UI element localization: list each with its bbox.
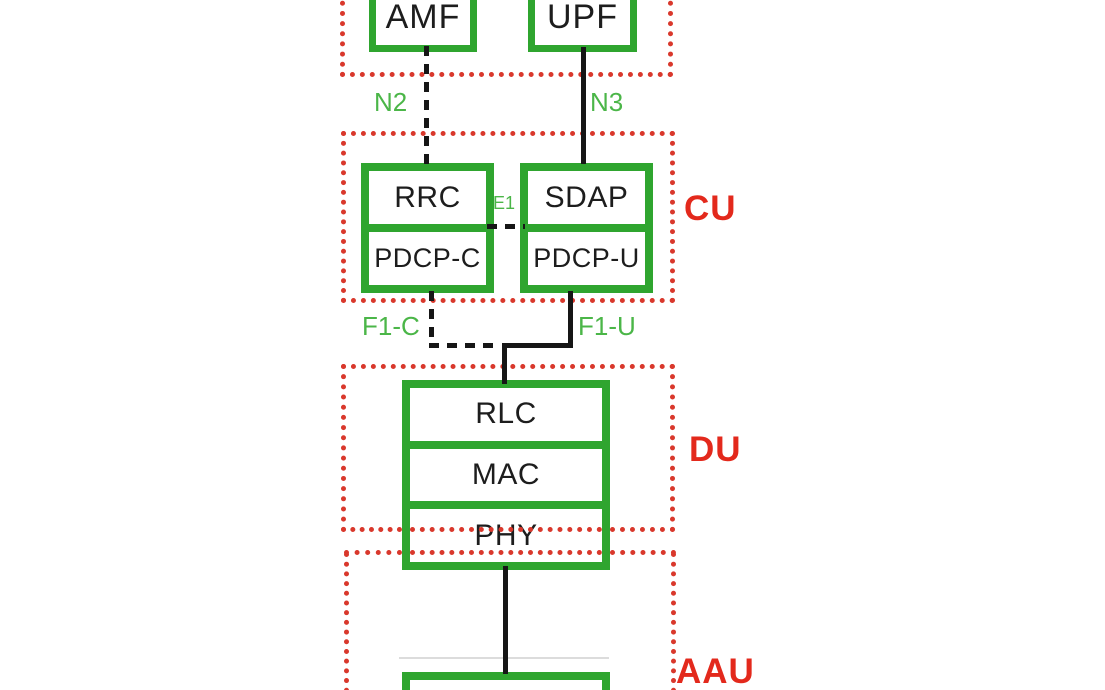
du-bottom-border-right-segment (610, 527, 675, 532)
core-group-box (340, 0, 673, 77)
label-f1u: F1-U (578, 311, 636, 341)
aau-group-box (344, 552, 676, 690)
cu-cell-pdcp-c-label: PDCP-C (374, 243, 481, 273)
du-cell-rlc: RLC (410, 388, 602, 441)
aau-top-border-left-segment (344, 550, 402, 555)
du-cell-mac: MAC (410, 448, 602, 502)
link-f1u-vertical (568, 291, 573, 348)
du-group-box (341, 364, 675, 532)
label-e1: E1 (493, 193, 516, 213)
link-f1c-horizontal (429, 343, 499, 348)
node-upf-label: UPF (547, 0, 618, 36)
cu-cell-pdcp-u: PDCP-U (528, 232, 645, 285)
node-amf: AMF (369, 0, 477, 52)
du-bottom-border-left-segment (341, 527, 402, 532)
du-stack: RLC MAC PHY (402, 380, 610, 570)
label-n3: N3 (590, 87, 624, 117)
aau-radio-box (402, 672, 610, 690)
du-bottom-border-mid-segment (410, 527, 602, 532)
link-fronthaul (503, 566, 508, 674)
cu-left-stack: RRC PDCP-C (361, 163, 494, 293)
link-n3 (581, 47, 586, 164)
cu-group-box (341, 131, 675, 303)
node-amf-label: AMF (385, 0, 461, 36)
link-f1c-vertical (429, 291, 434, 345)
cu-cell-pdcp-u-label: PDCP-U (533, 243, 640, 273)
link-e1 (487, 224, 525, 229)
link-f1u-horizontal (502, 343, 573, 348)
cu-cell-pdcp-c: PDCP-C (369, 232, 486, 285)
node-upf: UPF (528, 0, 637, 52)
du-cell-mac-label: MAC (471, 458, 541, 491)
label-n2: N2 (374, 87, 408, 117)
cu-cell-sdap-label: SDAP (544, 180, 629, 214)
cu-group-label: CU (684, 189, 737, 228)
du-group-label: DU (689, 430, 742, 469)
aau-radio-box-inner (410, 680, 602, 690)
du-cell-phy-label: PHY (474, 518, 538, 552)
link-n2 (424, 46, 429, 164)
cu-cell-rrc: RRC (369, 171, 486, 224)
du-cell-rlc-label: RLC (475, 397, 537, 431)
cu-cell-sdap: SDAP (528, 171, 645, 224)
aau-top-border-right-segment (610, 550, 676, 555)
aau-group-label: AAU (676, 652, 755, 690)
label-f1c: F1-C (362, 311, 420, 341)
cu-cell-rrc-label: RRC (394, 180, 461, 214)
cu-right-stack: SDAP PDCP-U (520, 163, 653, 293)
aau-top-border-mid-segment (410, 550, 602, 555)
link-f1-junction-down (502, 343, 507, 384)
